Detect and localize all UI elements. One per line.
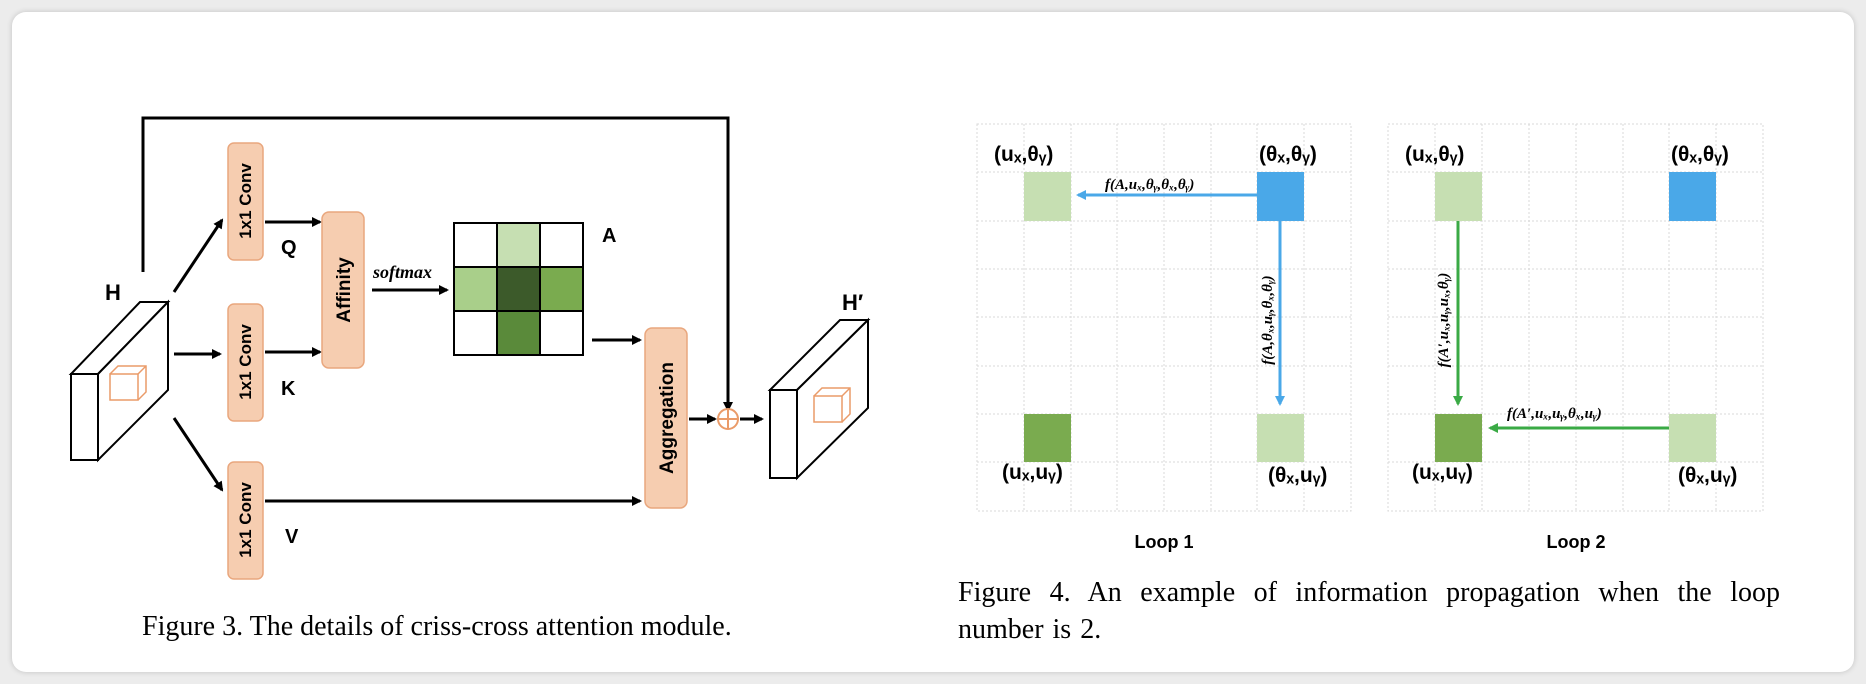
loop1-label-bottom-right: (θₓ,uᵧ) [1268, 464, 1327, 487]
loop1-cell-top-right [1257, 172, 1304, 221]
input-feature-box [68, 299, 171, 463]
conv-v-label: 1x1 Conv [236, 482, 255, 558]
loop2-horizontal-fn: f(A′,uₓ,uᵧ,θₓ,uᵧ) [1507, 406, 1602, 422]
label-V: V [285, 526, 299, 548]
loop2-label-top-left: (uₓ,θᵧ) [1405, 143, 1464, 166]
conv-v-box: 1x1 Conv [227, 461, 264, 580]
label-H: H [105, 280, 121, 305]
aggregation-box: Aggregation [644, 327, 688, 509]
label-H-prime: H′ [842, 290, 863, 315]
loop2-cell-top-left [1435, 172, 1482, 221]
figure4-diagram: f(A,uₓ,θᵧ,θₓ,θᵧ) f(A,θₓ,uᵧ,θₓ,θᵧ) (uₓ,θᵧ… [976, 123, 1764, 552]
figure3-caption: Figure 3. The details of criss-cross att… [142, 611, 732, 642]
loop1-cell-bottom-left [1024, 414, 1071, 462]
loop2-title: Loop 2 [1547, 532, 1606, 552]
affinity-box: Affinity [321, 211, 365, 369]
conv-k-box: 1x1 Conv [227, 303, 264, 422]
loop1-horizontal-fn: f(A,uₓ,θᵧ,θₓ,θᵧ) [1105, 177, 1194, 193]
output-feature-box [767, 317, 871, 481]
loop2-label-top-right: (θₓ,θᵧ) [1671, 143, 1729, 166]
figure4-caption: Figure 4. An example of information prop… [958, 577, 1780, 645]
attention-map-A [453, 222, 584, 356]
loop2-cell-bottom-right [1669, 414, 1716, 462]
aggregation-label: Aggregation [657, 362, 678, 474]
sum-icon [717, 408, 739, 430]
label-K: K [281, 378, 296, 400]
loop1-vertical-fn: f(A,θₓ,uᵧ,θₓ,θᵧ) [1260, 275, 1276, 364]
loop1-label-bottom-left: (uₓ,uᵧ) [1002, 461, 1063, 484]
loop2-vertical-fn: f(A′,uₓ,uᵧ,uₓ,θᵧ) [1436, 273, 1452, 368]
conv-q-label: 1x1 Conv [236, 163, 255, 239]
conv-k-label: 1x1 Conv [236, 324, 255, 400]
loop2-cell-bottom-left [1435, 414, 1482, 462]
loop1-label-top-right: (θₓ,θᵧ) [1259, 143, 1317, 166]
loop1-cell-bottom-right [1257, 414, 1304, 462]
conv-q-box: 1x1 Conv [227, 142, 264, 261]
softmax-label: softmax [372, 262, 432, 282]
affinity-label: Affinity [334, 257, 355, 323]
label-A: A [602, 225, 616, 247]
loop2-grid: f(A′,uₓ,uᵧ,uₓ,θᵧ) f(A′,uₓ,uᵧ,θₓ,uᵧ) (uₓ,… [1387, 123, 1764, 512]
loop1-cell-top-left [1024, 172, 1071, 221]
arrow-H-to-Q [172, 218, 224, 293]
loop2-cell-top-right [1669, 172, 1716, 221]
loop2-label-bottom-right: (θₓ,uᵧ) [1678, 464, 1737, 487]
loop1-title: Loop 1 [1135, 532, 1194, 552]
arrow-H-to-V [172, 417, 224, 492]
loop2-label-bottom-left: (uₓ,uᵧ) [1412, 461, 1473, 484]
figure3-diagram: H 1x1 Conv 1x1 Conv 1x1 Conv Q K V Affin… [68, 116, 871, 580]
skip-connection-arrow [141, 116, 733, 412]
loop1-grid: f(A,uₓ,θᵧ,θₓ,θᵧ) f(A,θₓ,uᵧ,θₓ,θᵧ) (uₓ,θᵧ… [976, 123, 1352, 512]
loop1-label-top-left: (uₓ,θᵧ) [994, 143, 1053, 166]
label-Q: Q [281, 237, 297, 259]
